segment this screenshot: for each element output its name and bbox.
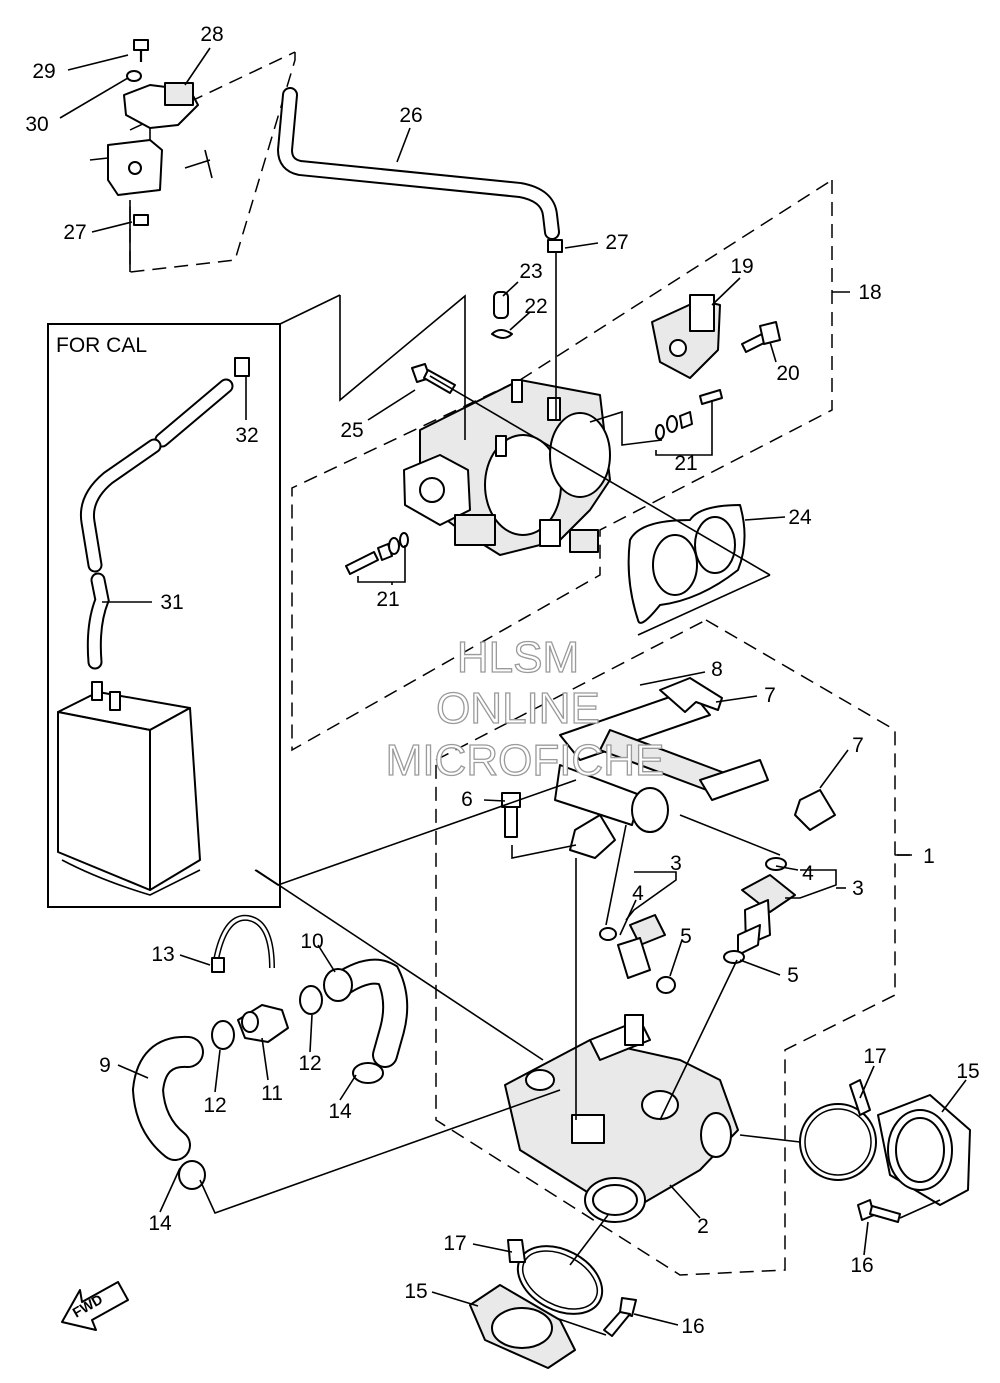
callout-14-right: 14 <box>328 1100 352 1123</box>
watermark-line1: HLSM <box>457 633 579 682</box>
inset-title: FOR CAL <box>56 334 147 357</box>
callout-7-right: 7 <box>852 734 864 757</box>
bolt-16-right <box>857 1199 901 1223</box>
hose-9 <box>131 1035 204 1161</box>
bolt-16-bottom <box>603 1297 637 1337</box>
callout-5-left: 5 <box>680 925 692 948</box>
for-cal-inset: FOR CAL <box>47 323 281 908</box>
callout-4-left: 4 <box>632 882 644 905</box>
callout-32: 32 <box>235 424 258 447</box>
callout-10: 10 <box>300 930 323 953</box>
fitting-11 <box>237 1004 289 1043</box>
callout-16-bottom: 16 <box>681 1315 704 1338</box>
joint-15-bottom <box>469 1284 576 1369</box>
callout-17-right: 17 <box>863 1045 886 1068</box>
callout-26: 26 <box>399 104 422 127</box>
callout-15-right: 15 <box>956 1060 979 1083</box>
tps-sensor-19 <box>651 294 721 379</box>
fwd-arrow: FWD <box>61 1281 129 1331</box>
callout-16-right: 16 <box>850 1254 873 1277</box>
callout-19: 19 <box>730 255 753 278</box>
map-sensor-group <box>89 39 213 226</box>
callout-29: 29 <box>32 60 55 83</box>
callout-8: 8 <box>711 658 723 681</box>
watermark-line2: ONLINE <box>436 684 600 733</box>
bolt-20 <box>741 321 781 353</box>
callout-11: 11 <box>261 1082 283 1105</box>
callout-18: 18 <box>858 281 881 304</box>
callout-3-left: 3 <box>670 852 682 875</box>
joint-15-right <box>877 1094 971 1206</box>
callout-20: 20 <box>776 362 799 385</box>
callout-25: 25 <box>340 419 363 442</box>
callout-15-bottom: 15 <box>404 1280 427 1303</box>
callout-12-left: 12 <box>203 1094 226 1117</box>
callout-3-right: 3 <box>852 877 864 900</box>
clip-7-top <box>659 677 723 713</box>
callout-12-right: 12 <box>298 1052 321 1075</box>
injector-right <box>723 857 796 964</box>
assembly-18-boundary <box>291 179 850 752</box>
throttle-body <box>403 379 611 556</box>
callout-22: 22 <box>524 295 547 318</box>
clamp-band-17-right <box>799 1079 877 1181</box>
callout-31: 31 <box>160 591 183 614</box>
fuel-rail <box>554 689 769 859</box>
callout-30: 30 <box>25 113 48 136</box>
guide-lines <box>129 200 941 1336</box>
injector-left <box>599 914 676 994</box>
washer-12-left <box>211 1020 235 1050</box>
callout-17-bottom: 17 <box>443 1232 466 1255</box>
callout-28: 28 <box>200 23 223 46</box>
washer-12-right <box>299 985 323 1015</box>
callout-4-right: 4 <box>802 862 814 885</box>
callout-21-right: 21 <box>674 452 697 475</box>
hose-10 <box>323 958 409 1068</box>
callout-21-left: 21 <box>376 588 399 611</box>
hose-26 <box>276 87 563 339</box>
clip-13 <box>211 914 275 973</box>
clip-7-right <box>794 789 836 831</box>
gasket-24 <box>627 504 746 624</box>
bolt-6 <box>501 792 521 838</box>
clamp-14-right <box>352 1062 384 1084</box>
callout-5-right: 5 <box>787 964 799 987</box>
callout-13: 13 <box>151 943 174 966</box>
watermark-line3: MICROFICHE <box>386 736 665 785</box>
callout-24: 24 <box>788 506 812 529</box>
screw-set-21-right <box>655 389 723 440</box>
callout-9: 9 <box>99 1054 111 1077</box>
callout-6: 6 <box>461 788 473 811</box>
clamp-14-left <box>178 1160 206 1190</box>
screw-set-21-left <box>345 532 409 575</box>
intake-manifold-2 <box>504 1014 739 1223</box>
callout-1: 1 <box>923 845 935 868</box>
leader-lines <box>59 47 967 1326</box>
callout-27-right: 27 <box>605 231 628 254</box>
callout-27-left: 27 <box>63 221 86 244</box>
callout-14-left: 14 <box>148 1212 172 1235</box>
callout-labels: 1 2 3 3 4 4 5 5 6 7 7 8 9 10 11 12 12 13… <box>25 23 979 1338</box>
clamp-band-17-bottom <box>507 1239 604 1315</box>
callout-23: 23 <box>519 260 542 283</box>
callout-2: 2 <box>697 1215 709 1238</box>
callout-7-top: 7 <box>764 684 776 707</box>
watermark: HLSM ONLINE MICROFICHE <box>385 632 665 785</box>
